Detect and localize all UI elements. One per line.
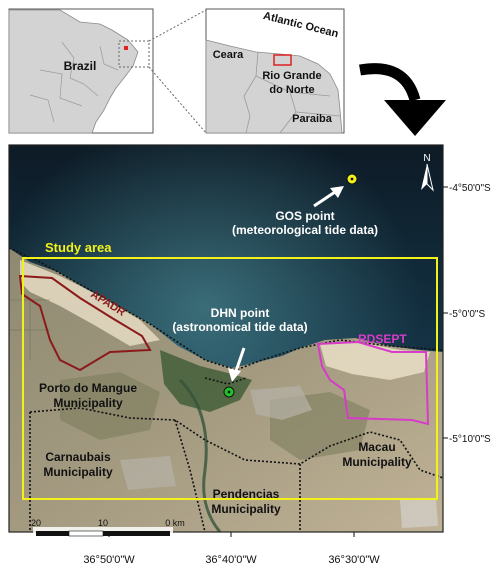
scale-label-20: 20: [31, 518, 41, 528]
lat-tick-5-10: -5°10'0"S: [449, 434, 491, 445]
pendencias-label-line2: Municipality: [211, 502, 281, 516]
scale-bar: 20 10 0 km: [31, 518, 185, 539]
municipality-boundary-dhn: [204, 377, 247, 385]
macau-label-line2: Municipality: [342, 455, 412, 469]
dhn-label-line2: (astronomical tide data): [172, 320, 307, 334]
south-america-land: [8, 9, 139, 134]
study-area-label: Study area: [45, 240, 112, 255]
vegetation-patches: [60, 372, 370, 460]
pendencias-label-line1: Pendencias: [213, 487, 280, 501]
rdsept-label: RDSEPT: [358, 332, 407, 346]
municipality-boundary-porto-carn: [29, 407, 443, 479]
gos-arrow-icon: [313, 186, 344, 208]
apadr-boundary: [18, 274, 152, 372]
brazil-label: Brazil: [64, 59, 97, 73]
inset-highlight-marker: [124, 46, 128, 50]
lat-tick-4-50: -4°50'0"S: [449, 183, 491, 194]
inset-northeast-brazil: Atlantic Ocean Ceara Rio Grande do Norte…: [205, 8, 345, 134]
northeast-land: [205, 39, 343, 134]
porto-label-line1: Porto do Mangue: [39, 381, 137, 395]
zoom-line-top: [148, 9, 207, 42]
lon-tick-36-30: 36°30'0"W: [328, 554, 380, 566]
state-borders: [243, 51, 341, 134]
main-map-frame: [8, 144, 444, 533]
municipality-boundary-pendencias: [174, 419, 206, 532]
zoom-line-bottom: [148, 66, 207, 134]
scale-label-10: 10: [98, 518, 108, 528]
longitude-ticks: 36°50'0"W 36°40'0"W 36°30'0"W: [83, 532, 380, 566]
macau-label-line1: Macau: [358, 440, 395, 454]
river: [178, 378, 222, 532]
brazil-state-borders: [29, 41, 119, 123]
lon-tick-36-50: 36°50'0"W: [83, 554, 135, 566]
north-label: N: [423, 153, 430, 164]
curved-arrow-icon: [359, 63, 446, 136]
latitude-ticks: -4°50'0"S -5°0'0"S -5°10'0"S: [443, 183, 491, 445]
rdsept-boundary: [316, 340, 430, 426]
gos-label-line2: (meteorological tide data): [232, 223, 378, 237]
dhn-arrow-icon: [228, 347, 246, 382]
paraiba-label: Paraiba: [292, 113, 333, 125]
carnaubais-label-line2: Municipality: [43, 465, 113, 479]
dhn-label-line1: DHN point: [211, 306, 270, 320]
main-satellite-map: [9, 145, 443, 532]
porto-label-line2: Municipality: [53, 396, 123, 410]
municipality-boundary-coast: [9, 247, 443, 371]
study-area-highlight: [273, 54, 292, 66]
lon-tick-36-40: 36°40'0"W: [205, 554, 257, 566]
dune-field-west: [20, 260, 160, 346]
ceara-label: Ceara: [213, 49, 244, 61]
salt-ponds: [120, 386, 312, 490]
lat-tick-5-00: -5°0'0"S: [449, 309, 485, 320]
rio-grande-label-line1: Rio Grande: [262, 70, 321, 82]
salt-ponds-south: [400, 498, 438, 528]
north-arrow-icon: N: [421, 153, 434, 192]
study-area-rectangle: [22, 257, 438, 500]
gos-label-line1: GOS point: [275, 209, 334, 223]
scale-label-0km: 0 km: [165, 518, 185, 528]
inset-south-america: Brazil: [8, 8, 154, 134]
carnaubais-label-line1: Carnaubais: [45, 450, 111, 464]
rio-grande-label-line2: do Norte: [269, 84, 314, 96]
